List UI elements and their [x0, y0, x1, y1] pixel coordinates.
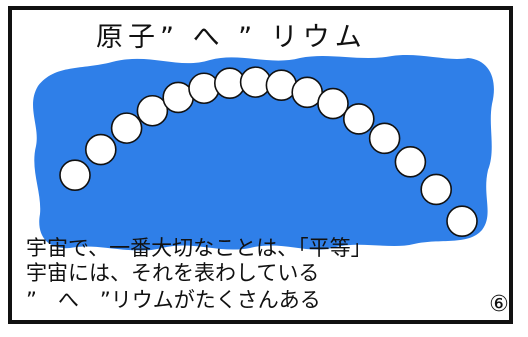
atom-ball: [420, 173, 453, 206]
atom-balls: [59, 66, 478, 237]
atom-ball: [317, 87, 349, 120]
atom-ball: [188, 72, 220, 105]
panel-number-badge: ⑥: [489, 292, 509, 317]
atom-ball: [342, 103, 375, 135]
atom-ball: [136, 94, 169, 127]
caption-line-3: ” へ ”リウムがたくさんある: [26, 288, 321, 312]
atom-ball: [59, 159, 91, 191]
atom-ball: [446, 205, 478, 237]
atom-ball: [110, 112, 143, 144]
atom-ball: [368, 122, 401, 155]
page-title: 原子” へ ” リウム: [96, 22, 367, 53]
atom-ball: [85, 133, 117, 166]
caption-line-1: 宇宙で、一番大切なことは、「平等」: [26, 236, 372, 260]
caption-line-2: 宇宙には、それを表わしている: [26, 261, 320, 285]
atom-ball: [394, 146, 427, 178]
